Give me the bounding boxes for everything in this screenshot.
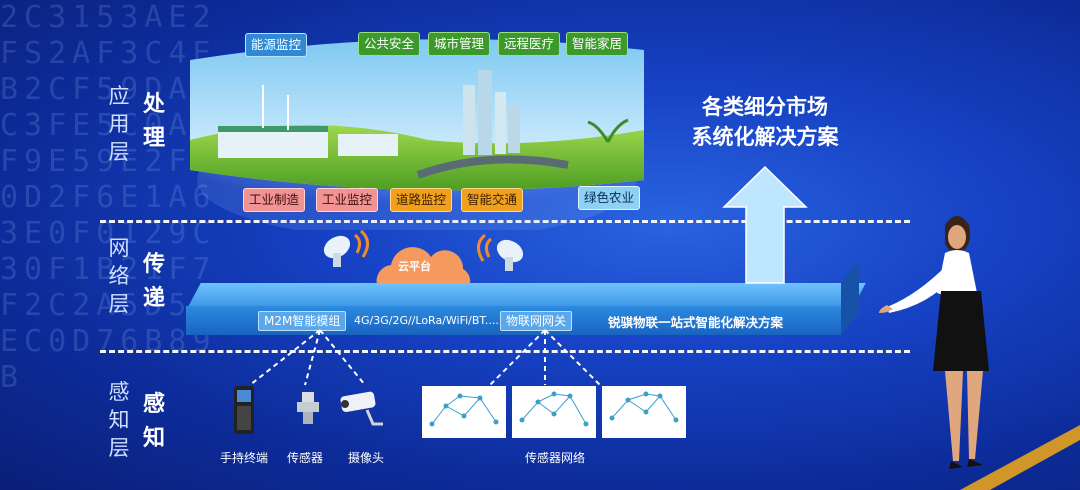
perception-layer-char: 感 <box>108 380 130 404</box>
satellite-dish-left-icon <box>323 229 369 267</box>
sensor-network-caption: 传感器网络 <box>525 451 586 465</box>
tag-city-management: 城市管理 <box>428 32 491 56</box>
decorative-gold-stripe <box>960 425 1080 490</box>
solution-label: 锐骐物联一站式智能化解决方案 <box>608 315 784 330</box>
application-layer-char: 用 <box>108 112 130 136</box>
city-panorama <box>190 39 644 230</box>
background-digits: 2C3153AE2FS2AF3C4EB2CF59DA3C3FE5C0A5F9E5… <box>0 0 217 395</box>
application-role-char: 处 <box>142 92 165 117</box>
layer-divider-bottom <box>100 350 910 353</box>
network-layer-char: 网 <box>108 236 130 260</box>
connector-lines <box>249 329 601 386</box>
sensor-icon <box>297 392 319 424</box>
tag-industrial-manufacturing: 工业制造 <box>243 188 306 212</box>
tag-remote-medical: 远程医疗 <box>498 32 561 56</box>
application-layer-role: 处 理 <box>141 88 167 156</box>
market-solution-headline: 各类细分市场 系统化解决方案 <box>690 92 840 152</box>
perception-role-char: 感 <box>142 392 165 417</box>
tag-smart-home: 智能家居 <box>566 32 629 56</box>
up-arrow-icon <box>722 165 808 284</box>
network-layer-char: 层 <box>108 292 130 316</box>
tag-road-monitoring: 道路监控 <box>390 188 453 212</box>
platform-side-face <box>841 261 859 335</box>
network-types-label: 4G/3G/2G//LoRa/WiFi/BT.... <box>354 314 499 327</box>
perception-layer-char: 知 <box>108 408 130 432</box>
application-layer-char: 应 <box>108 84 130 108</box>
camera-caption: 摄像头 <box>348 451 385 465</box>
sensor-network-graphic <box>422 386 686 438</box>
cloud-platform-label: 云平台 <box>398 260 431 273</box>
sensor-caption: 传感器 <box>287 451 324 465</box>
application-role-char: 理 <box>142 126 165 151</box>
perception-layer-role: 感 知 <box>141 388 167 456</box>
iot-gateway-label: 物联网网关 <box>500 311 573 331</box>
tag-energy-monitoring: 能源监控 <box>245 33 308 57</box>
platform-top-face <box>188 283 866 307</box>
network-role-char: 传 <box>142 252 165 277</box>
handheld-terminal-icon <box>234 386 254 434</box>
perception-layer-char: 层 <box>108 436 130 460</box>
presenter-figure <box>879 216 989 469</box>
application-layer-char: 层 <box>108 140 130 164</box>
tag-smart-traffic: 智能交通 <box>461 188 524 212</box>
network-layer-char: 络 <box>108 264 130 288</box>
network-role-char: 递 <box>142 286 165 311</box>
tag-green-agriculture: 绿色农业 <box>578 186 641 210</box>
tag-public-safety: 公共安全 <box>358 32 421 56</box>
satellite-dish-right-icon <box>477 233 524 271</box>
handheld-terminal-caption: 手持终端 <box>220 451 269 465</box>
m2m-module-label: M2M智能模组 <box>258 311 347 331</box>
perception-role-char: 知 <box>142 426 165 451</box>
camera-icon <box>340 391 383 426</box>
headline-line-2: 系统化解决方案 <box>691 125 839 149</box>
tag-industrial-monitoring: 工业监控 <box>316 188 379 212</box>
headline-line-1: 各类细分市场 <box>702 95 828 119</box>
network-layer-label: 网 络 层 <box>107 234 131 318</box>
perception-layer-label: 感 知 层 <box>107 378 131 462</box>
network-layer-role: 传 递 <box>141 248 167 316</box>
application-layer-label: 应 用 层 <box>107 82 131 166</box>
